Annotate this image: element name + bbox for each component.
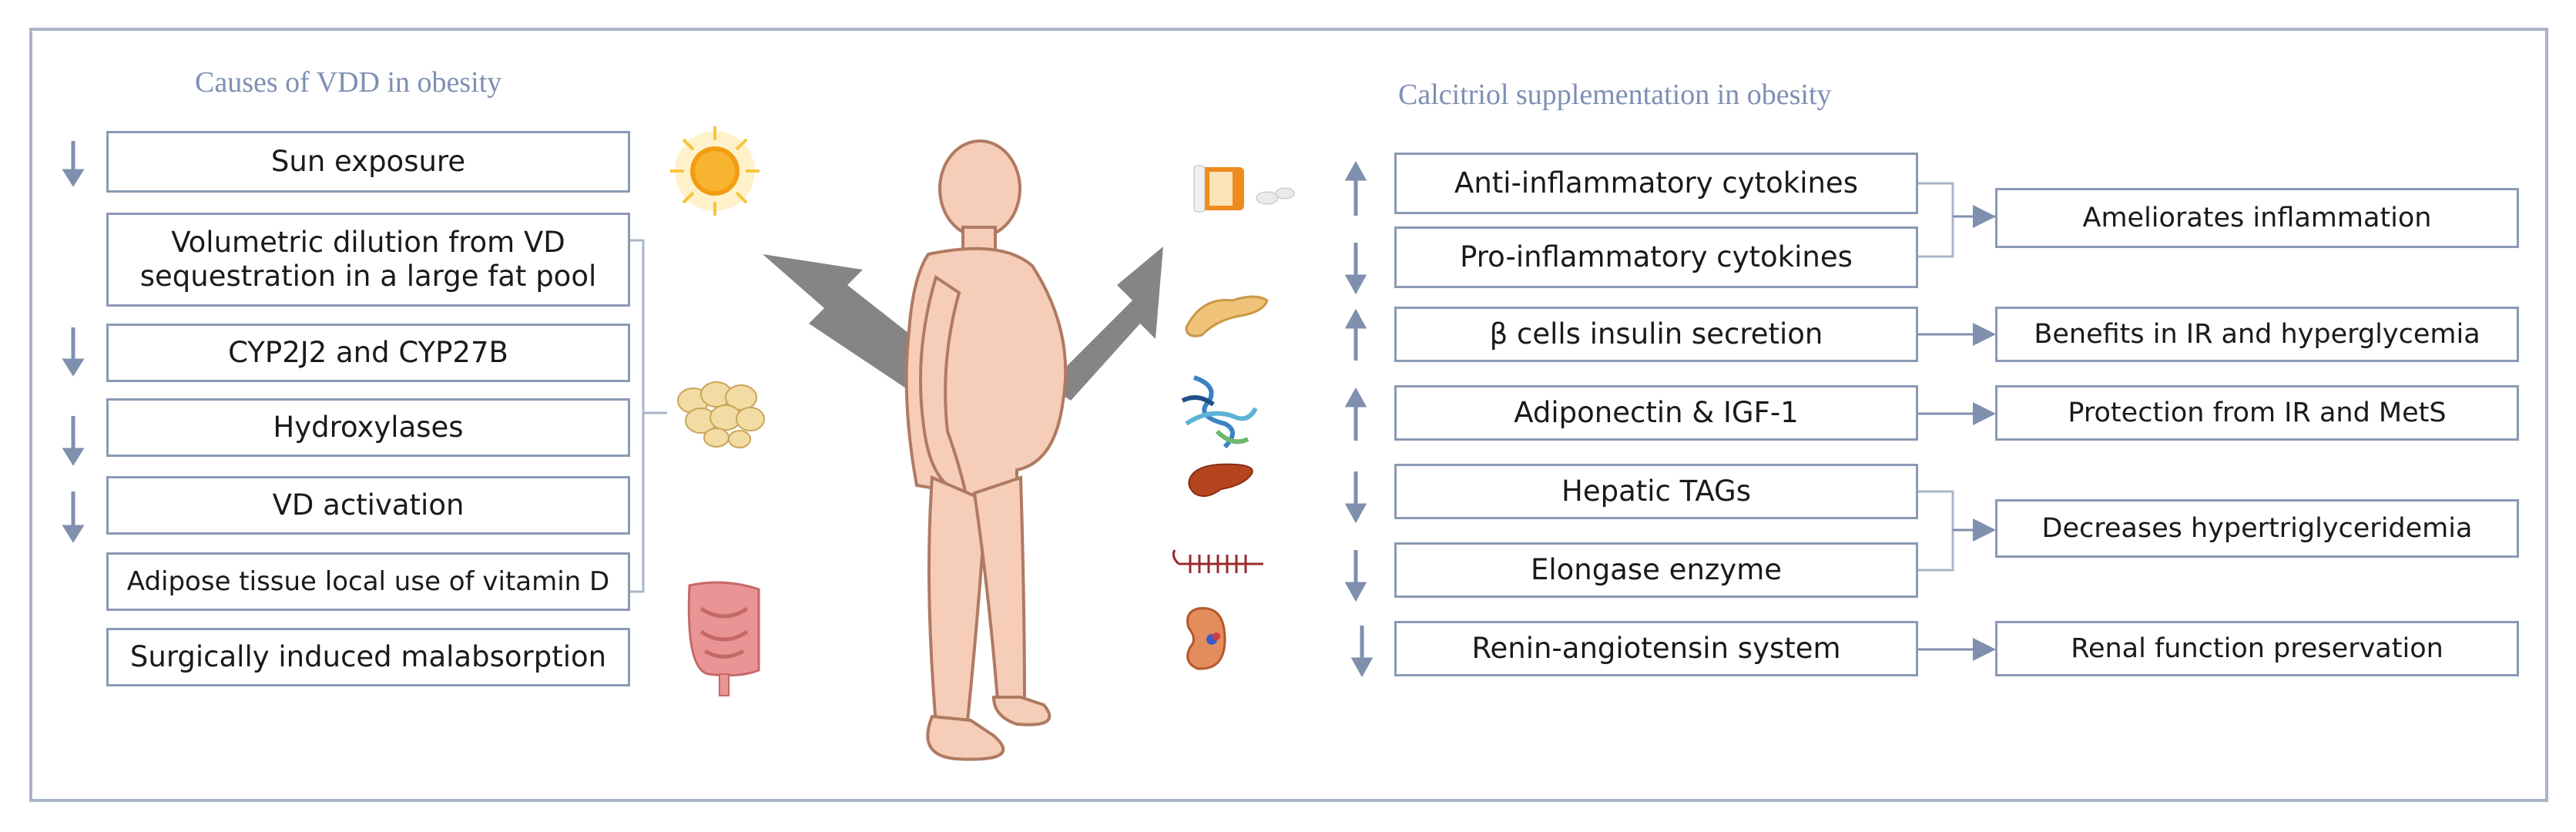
outcome-hypertriglyceridemia: Decreases hypertriglyceridemia: [1995, 499, 2519, 558]
protein-icon: [1181, 375, 1258, 449]
outcome-ir-hyperglycemia: Benefits in IR and hyperglycemia: [1995, 307, 2519, 362]
left-item-malabsorption: Surgically induced malabsorption: [106, 628, 630, 686]
outcome-inflammation: Ameliorates inflammation: [1995, 188, 2519, 248]
big-arrow-right: [1048, 247, 1163, 401]
left-item-hydroxylases: Hydroxylases: [106, 398, 630, 457]
right-item-elongase: Elongase enzyme: [1394, 542, 1918, 598]
fatty-acid-icon: [1172, 549, 1263, 573]
left-indicators: [62, 141, 85, 543]
left-item-volumetric-dilution: Volumetric dilution from VD sequestratio…: [106, 213, 630, 307]
kidney-icon: [1186, 607, 1226, 670]
sun-icon: [670, 126, 760, 216]
liver-icon: [1188, 463, 1253, 497]
obese-human-figure: [904, 139, 1068, 761]
intestine-icon: [687, 581, 760, 696]
left-section-title: Causes of VDD in obesity: [195, 66, 502, 99]
left-item-sun-exposure: Sun exposure: [106, 131, 630, 193]
right-item-anti-inflammatory: Anti-inflammatory cytokines: [1394, 153, 1918, 214]
left-item-adipose-local-use: Adipose tissue local use of vitamin D: [106, 552, 630, 611]
figure-frame: [29, 28, 2548, 802]
pill-bottle-icon: [1193, 165, 1295, 213]
outcome-renal-function: Renal function preservation: [1995, 621, 2519, 676]
pancreas-icon: [1185, 295, 1269, 337]
right-section-title: Calcitriol supplementation in obesity: [1398, 79, 1832, 111]
right-item-renin-angiotensin: Renin-angiotensin system: [1394, 621, 1918, 676]
right-indicators: [1344, 160, 1374, 678]
fat-cells-icon: [677, 381, 765, 448]
outcome-ir-mets: Protection from IR and MetS: [1995, 385, 2519, 441]
left-bracket: [630, 239, 645, 593]
left-item-vd-activation: VD activation: [106, 476, 630, 535]
right-item-beta-cells: β cells insulin secretion: [1394, 307, 1918, 362]
connector-inflammation: [1918, 182, 1995, 258]
right-item-adiponectin: Adiponectin & IGF-1: [1394, 385, 1918, 441]
left-item-cyp2j2: CYP2J2 and CYP27B: [106, 324, 630, 382]
right-item-hepatic-tags: Hepatic TAGs: [1394, 464, 1918, 519]
right-item-pro-inflammatory: Pro-inflammatory cytokines: [1394, 226, 1918, 288]
